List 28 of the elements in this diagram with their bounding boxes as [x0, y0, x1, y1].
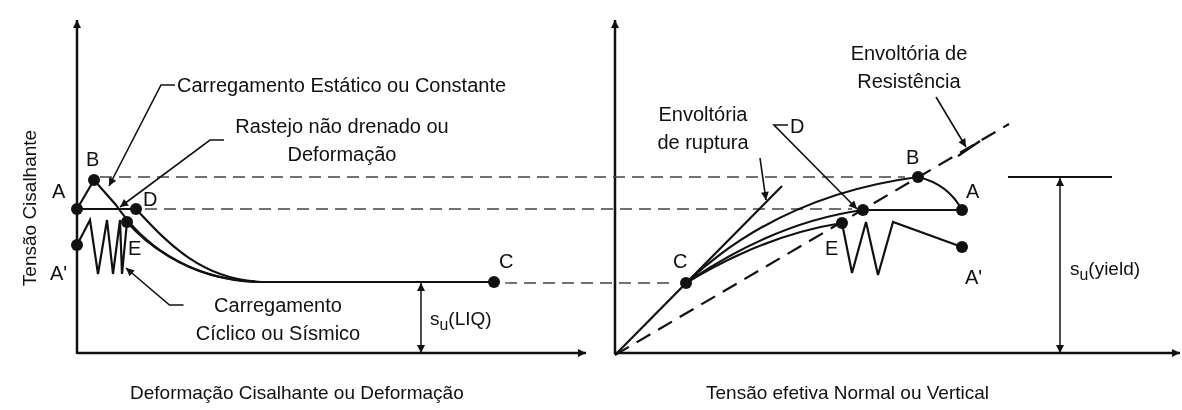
- callout-text: Envoltória de ruptura: [649, 100, 757, 156]
- point-label: A': [965, 266, 983, 288]
- leader-line: [119, 139, 225, 208]
- axis-title: Deformação Cisalhante ou Deformação: [130, 382, 464, 404]
- callout-text: Envoltória de Resistência: [840, 39, 978, 95]
- point-label: D: [143, 188, 158, 210]
- leader-line: [108, 84, 176, 187]
- callout-text: D: [790, 112, 805, 140]
- axis-title: Tensão Cisalhante: [19, 129, 42, 287]
- point-label: A: [966, 180, 980, 202]
- point-label: C: [673, 250, 688, 272]
- leader-line: [759, 157, 769, 201]
- point-label: B: [906, 146, 920, 168]
- dimension-label: s$_{u}$(yield): [1070, 258, 1141, 285]
- point-label: A: [52, 180, 66, 202]
- point-label: E: [128, 237, 142, 259]
- leader-line: [125, 267, 185, 306]
- leader-line: [935, 96, 967, 148]
- callout-text: Rastejo não drenado ou Deformação: [226, 112, 458, 168]
- axis-title: Tensão efetiva Normal ou Vertical: [706, 382, 990, 404]
- leader-line: [772, 124, 858, 210]
- callout-text: Carregamento Estático ou Constante: [177, 71, 507, 99]
- dimension-label: s$_{u}$(LIQ): [430, 308, 492, 335]
- point-label: A': [50, 262, 68, 284]
- callout-text: Carregamento Cíclico ou Sísmico: [185, 291, 371, 347]
- point-label: E: [825, 237, 839, 259]
- point-label: C: [499, 250, 514, 272]
- point-label: B: [86, 148, 100, 170]
